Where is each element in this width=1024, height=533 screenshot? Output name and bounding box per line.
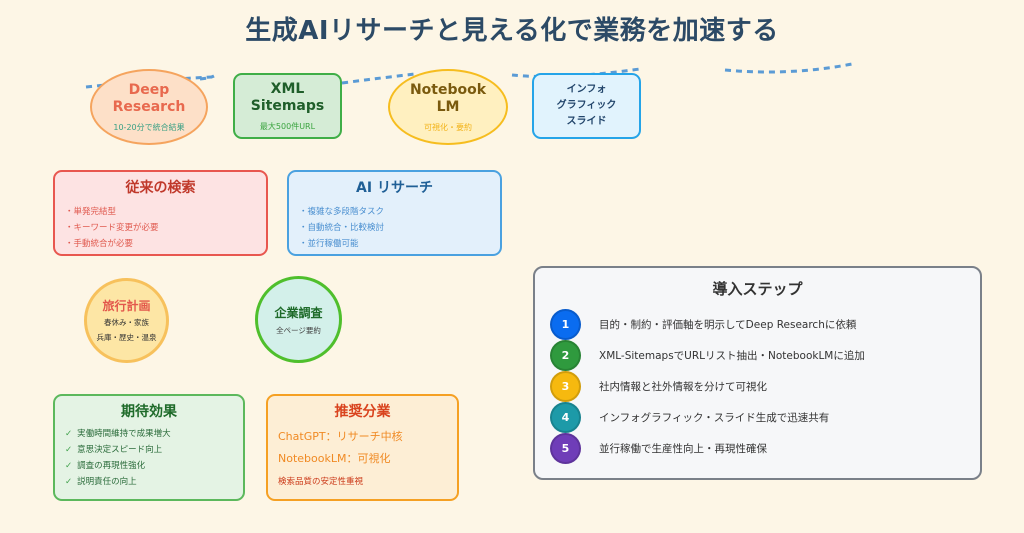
panel-traditional-search: 従来の検索 ・単発完結型 ・キーワード変更が必要 ・手動統合が必要 — [53, 170, 268, 256]
traditional-item: ・キーワード変更が必要 — [65, 223, 159, 233]
panel-ai-title: AI リサーチ — [356, 180, 433, 196]
step-item: 3 社内情報と社外情報を分けて可視化 — [550, 370, 767, 402]
check-icon: ✓ — [65, 445, 73, 455]
step-text: XML-SitemapsでURLリスト抽出・NotebookLMに追加 — [599, 349, 865, 362]
step-text: インフォグラフィック・スライド生成で迅速共有 — [599, 411, 830, 424]
usecase-travel-title: 旅行計画 — [102, 299, 151, 313]
node-infographic-title: インフォ グラフィック スライド — [556, 84, 617, 127]
ai-item: ・複雑な多段階タスク — [299, 207, 385, 217]
effect-item: ✓説明責任の向上 — [65, 477, 137, 487]
usecase-travel-line1: 春休み・家族 — [104, 318, 149, 327]
usecase-corporate: 企業調査 全ページ要約 — [255, 276, 342, 363]
node-notebook-lm-title: Notebook LM — [409, 81, 487, 115]
panel-effects-title: 期待効果 — [121, 404, 177, 420]
node-infographic: インフォ グラフィック スライド — [532, 73, 641, 139]
step-item: 2 XML-SitemapsでURLリスト抽出・NotebookLMに追加 — [550, 339, 865, 371]
node-xml-sitemaps-sub: 最大500件URL — [259, 121, 316, 131]
step-number-badge: 2 — [550, 339, 581, 371]
effect-item: ✓実働時間維持で成果増大 — [65, 429, 171, 439]
effect-item: ✓意思決定スピード向上 — [65, 445, 163, 455]
usecase-travel-line2: 兵庫・歴史・温泉 — [96, 333, 157, 342]
step-text: 社内情報と社外情報を分けて可視化 — [599, 380, 767, 393]
step-item: 1 目的・制約・評価軸を明示してDeep Researchに依頼 — [550, 308, 856, 340]
division-line-notebooklm: NotebookLM：可視化 — [278, 452, 391, 465]
effect-item: ✓調査の再現性強化 — [65, 461, 146, 471]
panel-ai-research: AI リサーチ ・複雑な多段階タスク ・自動統合・比較検討 ・並行稼働可能 — [287, 170, 502, 256]
panel-traditional-title: 従来の検索 — [125, 180, 196, 196]
check-icon: ✓ — [65, 429, 73, 439]
page-title: 生成AIリサーチと見える化で業務を加速する — [245, 16, 779, 46]
node-notebook-lm: Notebook LM 可視化・要約 — [388, 69, 508, 145]
node-deep-research-sub: 10-20分で統合結果 — [113, 122, 185, 132]
step-item: 5 並行稼働で生産性向上・再現性確保 — [550, 432, 767, 464]
node-deep-research-title: Deep Research — [112, 81, 186, 115]
step-number-badge: 1 — [550, 308, 581, 340]
step-item: 4 インフォグラフィック・スライド生成で迅速共有 — [550, 401, 829, 433]
panel-introduction-steps: 導入ステップ 1 目的・制約・評価軸を明示してDeep Researchに依頼 … — [533, 266, 982, 480]
step-text: 目的・制約・評価軸を明示してDeep Researchに依頼 — [599, 318, 857, 331]
step-number-badge: 4 — [550, 401, 581, 433]
check-icon: ✓ — [65, 461, 73, 471]
traditional-item: ・手動統合が必要 — [65, 239, 134, 249]
step-text: 並行稼働で生産性向上・再現性確保 — [599, 442, 767, 455]
usecase-corporate-line1: 全ページ要約 — [276, 325, 321, 335]
step-number-badge: 3 — [550, 370, 581, 402]
ai-item: ・自動統合・比較検討 — [299, 223, 385, 233]
ai-item: ・並行稼働可能 — [299, 239, 359, 249]
usecase-travel: 旅行計画 春休み・家族 兵庫・歴史・温泉 — [84, 278, 169, 363]
node-notebook-lm-sub: 可視化・要約 — [424, 122, 472, 132]
step-number-badge: 5 — [550, 432, 581, 464]
connector-deep-xml — [199, 74, 215, 81]
connector-info-end — [724, 62, 853, 74]
division-line-quality: 検索品質の安定性重視 — [278, 477, 364, 487]
node-xml-sitemaps-title: XML Sitemaps — [250, 80, 325, 114]
usecase-corporate-title: 企業調査 — [274, 305, 323, 320]
panel-recommended-division: 推奨分業 ChatGPT：リサーチ中核 NotebookLM：可視化 検索品質の… — [266, 394, 459, 501]
node-xml-sitemaps: XML Sitemaps 最大500件URL — [233, 73, 342, 139]
traditional-item: ・単発完結型 — [65, 207, 117, 217]
division-line-chatgpt: ChatGPT：リサーチ中核 — [278, 430, 403, 443]
node-deep-research: Deep Research 10-20分で統合結果 — [90, 69, 208, 145]
panel-expected-effects: 期待効果 ✓実働時間維持で成果増大 ✓意思決定スピード向上 ✓調査の再現性強化 … — [53, 394, 245, 501]
panel-division-title: 推奨分業 — [334, 404, 391, 420]
steps-title: 導入ステップ — [712, 280, 803, 298]
check-icon: ✓ — [65, 477, 73, 487]
